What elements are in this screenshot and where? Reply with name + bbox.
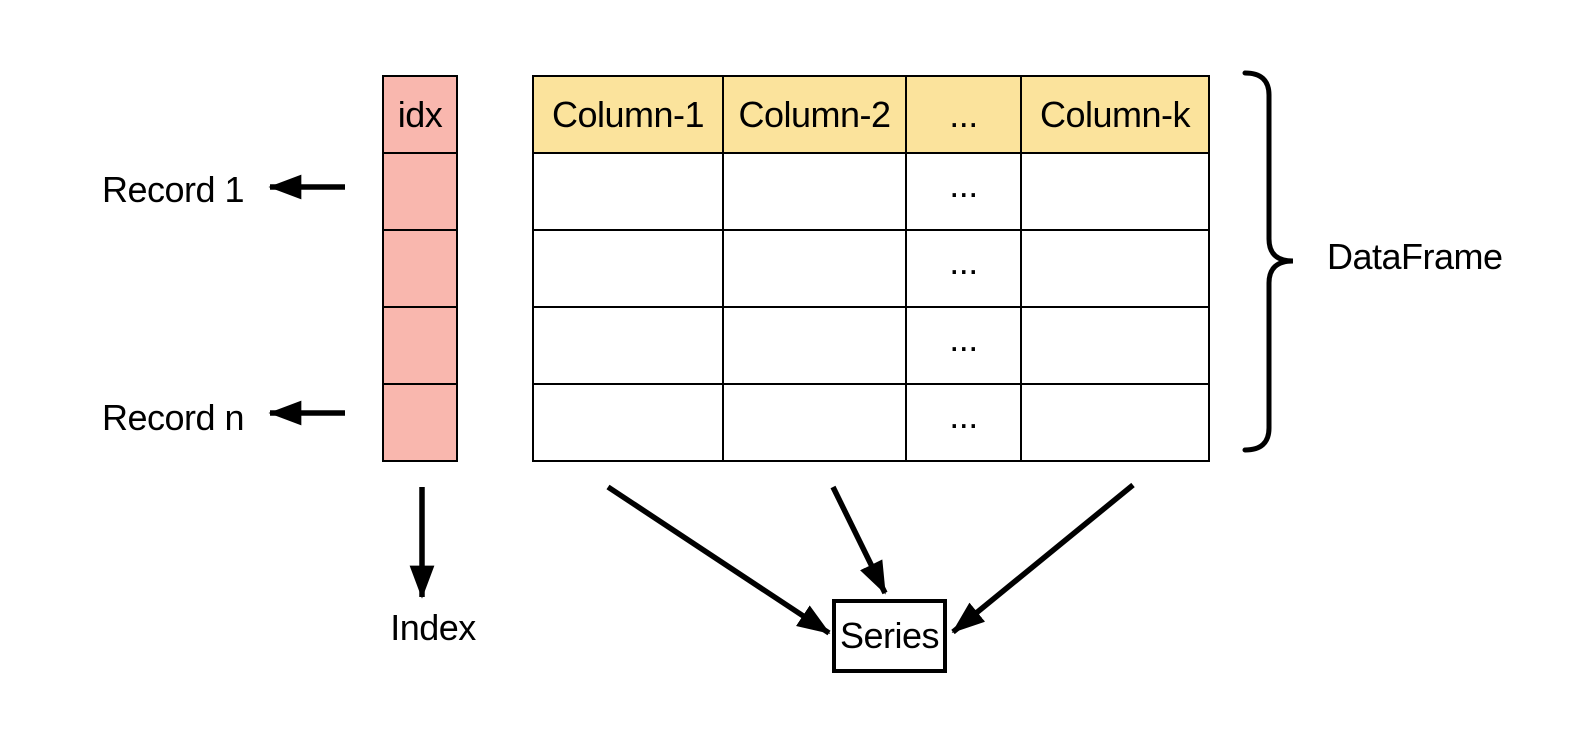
series-box: Series <box>832 599 947 673</box>
series-arrow-middle <box>830 485 888 595</box>
dataframe-brace <box>1242 70 1294 453</box>
header-row: Column-1 Column-2 ... Column-k <box>532 75 1210 154</box>
table-cell <box>722 306 907 385</box>
index-label: Index <box>390 607 476 648</box>
table-cell <box>1020 306 1210 385</box>
series-label: Series <box>839 615 940 656</box>
table-row: ... <box>532 152 1210 231</box>
table-cell <box>722 229 907 308</box>
table-cell <box>722 152 907 231</box>
table-cell <box>532 306 724 385</box>
table-row: ... <box>532 229 1210 308</box>
dataframe-table: Column-1 Column-2 ... Column-k ... ... .… <box>532 75 1210 462</box>
table-cell-ellipsis: ... <box>905 152 1022 231</box>
index-cell <box>382 383 458 462</box>
table-cell <box>1020 229 1210 308</box>
table-cell-ellipsis: ... <box>905 229 1022 308</box>
table-cell <box>722 383 907 462</box>
table-cell <box>532 383 724 462</box>
table-cell <box>1020 152 1210 231</box>
record-1-label: Record 1 <box>102 169 245 210</box>
table-cell-ellipsis: ... <box>905 306 1022 385</box>
dataframe-label: DataFrame <box>1327 236 1503 277</box>
index-cell <box>382 306 458 385</box>
series-arrow-right <box>951 482 1135 635</box>
record-n-label: Record n <box>102 397 245 438</box>
index-cell <box>382 152 458 231</box>
table-cell <box>1020 383 1210 462</box>
index-column: idx <box>382 75 458 462</box>
table-cell <box>532 229 724 308</box>
column-header-ellipsis: ... <box>905 75 1022 154</box>
index-cell <box>382 229 458 308</box>
index-header-cell: idx <box>382 75 458 154</box>
table-row: ... <box>532 306 1210 385</box>
series-arrow-left <box>606 484 831 636</box>
column-header: Column-k <box>1020 75 1210 154</box>
table-cell <box>532 152 724 231</box>
table-row: ... <box>532 383 1210 462</box>
column-header: Column-1 <box>532 75 724 154</box>
table-cell-ellipsis: ... <box>905 383 1022 462</box>
column-header: Column-2 <box>722 75 907 154</box>
